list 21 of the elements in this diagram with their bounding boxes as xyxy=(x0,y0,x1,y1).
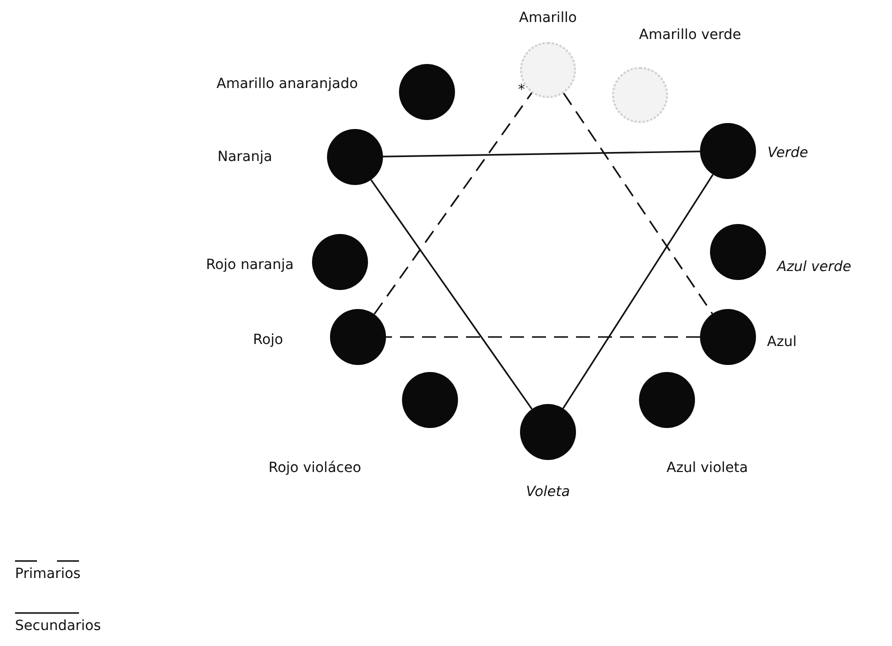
legend-text: Primarios xyxy=(15,566,81,582)
color-name: Rojo naranja xyxy=(206,257,294,273)
color-name: Azul verde xyxy=(777,259,852,275)
triangle-side xyxy=(382,150,700,158)
triangle-side xyxy=(562,174,714,409)
asterisk-note: * xyxy=(518,82,525,98)
dashed-triangle-side xyxy=(374,92,532,315)
color-name: Naranja xyxy=(218,149,272,165)
color-name: Amarillo xyxy=(519,10,577,26)
color-name: Amarillo verde xyxy=(639,27,742,43)
color-name: Azul violeta xyxy=(666,460,748,476)
color-name: Voleta xyxy=(526,484,570,500)
dashed-triangle-side xyxy=(386,336,700,338)
dashed-triangle-side xyxy=(562,92,714,314)
color-name: Azul xyxy=(767,334,797,350)
color-name: Rojo violáceo xyxy=(268,460,362,476)
color-name: Rojo xyxy=(253,332,284,348)
color-name: Verde xyxy=(768,145,808,161)
color-name: Amarillo anaranjado xyxy=(216,76,358,92)
triangle-side xyxy=(370,179,533,410)
legend-text: Secundarios xyxy=(15,618,101,634)
